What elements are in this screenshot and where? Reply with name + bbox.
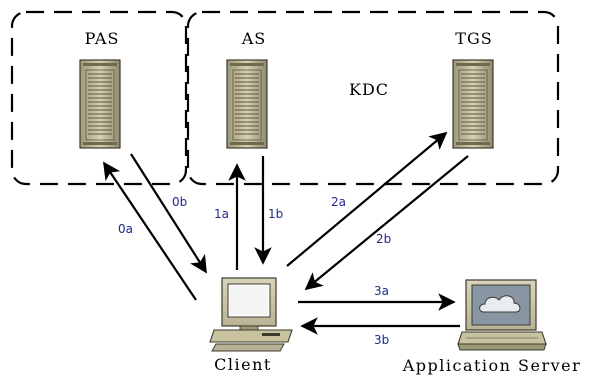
arrow-label-2b: 2b bbox=[376, 232, 391, 246]
as-label: AS bbox=[241, 29, 267, 48]
arrow-label-3a: 3a bbox=[374, 284, 389, 298]
as-server-icon bbox=[226, 59, 268, 149]
arrow-2a bbox=[286, 131, 448, 267]
application-server-label: Application Server bbox=[402, 356, 582, 375]
arrow-label-3b: 3b bbox=[374, 333, 389, 347]
kdc-label: KDC bbox=[349, 80, 389, 99]
arrow-label-0a: 0a bbox=[118, 222, 133, 236]
application-server-icon bbox=[457, 279, 547, 351]
pas-label: PAS bbox=[85, 29, 120, 48]
tgs-label: TGS bbox=[455, 29, 492, 48]
tgs-server-icon bbox=[452, 59, 494, 149]
arrow-0b bbox=[130, 153, 207, 274]
arrow-label-1b: 1b bbox=[268, 207, 283, 221]
kdc-boundary-box bbox=[186, 10, 560, 186]
arrow-label-0b: 0b bbox=[172, 195, 187, 209]
arrow-label-2a: 2a bbox=[331, 195, 346, 209]
pas-server-icon bbox=[79, 59, 121, 149]
arrow-0a bbox=[103, 161, 197, 301]
client-computer-icon bbox=[209, 277, 293, 352]
arrow-2b bbox=[304, 155, 469, 291]
client-label: Client bbox=[214, 355, 272, 374]
arrow-label-1a: 1a bbox=[214, 207, 229, 221]
pas-boundary-box bbox=[10, 10, 188, 186]
